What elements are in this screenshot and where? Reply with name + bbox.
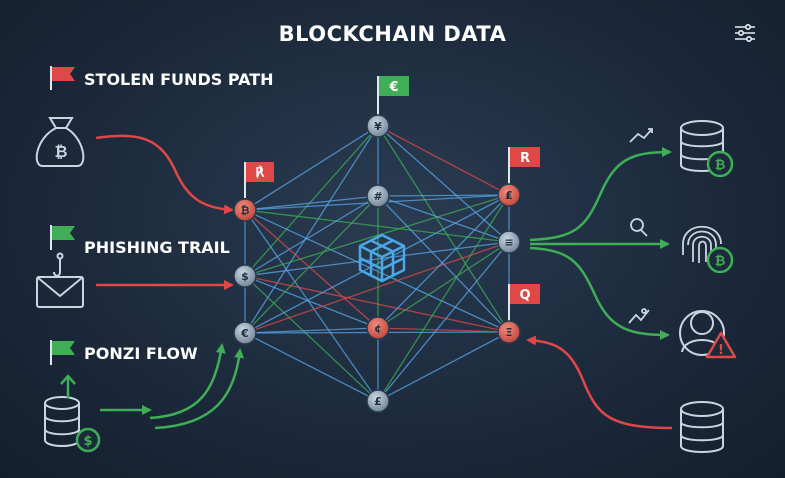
node-symbol: £ <box>374 395 382 408</box>
flow-to-user-warning <box>529 246 670 340</box>
node-left-middle[interactable]: $ <box>233 264 257 288</box>
network-edge <box>244 209 379 329</box>
network-edge <box>244 209 510 333</box>
svg-text:₿: ₿ <box>54 142 67 161</box>
svg-text:₿: ₿ <box>715 254 726 269</box>
network-edge <box>377 241 510 329</box>
node-symbol: ¥ <box>374 120 382 133</box>
node-left-top[interactable]: ₿ <box>233 198 257 222</box>
suspicious-trend-icon <box>628 308 650 324</box>
magnifier-icon <box>630 218 648 237</box>
case-label-stolen-funds: STOLEN FUNDS PATH <box>84 70 274 89</box>
network-nodes: ¥ ₿ $ € # ¢ £ ₤ ≡ Ξ <box>233 114 521 413</box>
network-edge <box>244 241 510 277</box>
network-edge <box>244 327 379 334</box>
stolen-funds-flow-arrow <box>95 134 234 215</box>
network-edges <box>244 125 510 402</box>
fingerprint-bitcoin-icon: ₿ <box>682 225 734 274</box>
node-right-top[interactable]: ₤ <box>497 183 521 207</box>
node-symbol: # <box>373 190 382 203</box>
network-edge <box>377 125 510 243</box>
network-edge <box>377 125 510 196</box>
network-edge <box>244 275 379 402</box>
ponzi-flow-arrow-2 <box>149 343 226 420</box>
flag-glyph-euro: € <box>388 80 398 95</box>
network-edge <box>244 195 379 277</box>
network-edge <box>244 209 510 243</box>
case-flag-stolen-funds <box>50 66 75 90</box>
node-center-bottom[interactable]: ¢ <box>366 316 390 340</box>
node-symbol: ₿ <box>241 204 250 217</box>
flag-glyph-r: R <box>520 151 530 166</box>
network-edge <box>244 275 379 329</box>
trend-chart-icon <box>629 128 653 143</box>
network-flag-rx: ℟ <box>244 162 274 198</box>
flag-glyph-q: Q <box>519 288 530 303</box>
network-edge <box>244 241 510 334</box>
svg-text:!: ! <box>718 343 724 358</box>
case-label-phishing: PHISHING TRAIL <box>84 238 230 257</box>
network-edge <box>377 327 510 333</box>
network-edge <box>244 194 510 277</box>
network-edge <box>377 194 510 402</box>
network-edge <box>244 195 379 211</box>
network-edge <box>244 332 379 402</box>
case-flag-phishing <box>50 225 75 250</box>
node-symbol: ≡ <box>504 236 513 249</box>
node-bottom[interactable]: £ <box>366 389 390 413</box>
user-warning-icon: ! <box>679 310 737 359</box>
svg-text:$: $ <box>83 434 92 449</box>
network-edge <box>244 125 379 334</box>
network-edge <box>377 194 510 329</box>
case-flag-ponzi <box>50 340 75 365</box>
network-flag-q: Q <box>508 284 540 322</box>
flag-glyph-rx: ℟ <box>255 165 265 181</box>
network-edge <box>244 209 379 402</box>
money-bag-bitcoin-icon: ₿ <box>35 117 85 167</box>
network-edge <box>377 241 510 402</box>
network-edge <box>244 125 379 211</box>
network-edge <box>244 194 510 334</box>
node-right-bottom[interactable]: Ξ <box>497 320 521 344</box>
node-symbol: ¢ <box>374 322 382 335</box>
network-flag-r: R <box>508 147 540 185</box>
network-edge <box>377 195 510 243</box>
cube-icon <box>358 233 406 283</box>
network-edge <box>244 275 510 333</box>
node-top[interactable]: ¥ <box>366 114 390 138</box>
node-left-bottom[interactable]: € <box>233 321 257 345</box>
page-title: BLOCKCHAIN DATA <box>278 22 507 46</box>
case-label-ponzi: PONZI FLOW <box>84 344 198 363</box>
flow-from-database <box>526 335 673 430</box>
network-flag-euro: € <box>377 76 409 115</box>
left-flows <box>95 134 245 430</box>
phishing-email-hook-icon <box>36 252 84 308</box>
filter-settings-button[interactable] <box>733 22 757 44</box>
network-edge <box>377 194 510 197</box>
ponzi-flow-arrow-3 <box>154 348 245 430</box>
sliders-icon <box>735 23 755 43</box>
flow-to-database-bitcoin <box>529 147 672 242</box>
network-edge <box>244 195 379 334</box>
svg-text:₿: ₿ <box>715 158 726 173</box>
right-flows <box>526 147 673 430</box>
node-right-middle[interactable]: ≡ <box>497 230 521 254</box>
node-symbol: $ <box>241 270 249 283</box>
node-symbol: € <box>240 327 249 340</box>
network-edge <box>377 195 510 333</box>
network-edge <box>244 125 379 277</box>
database-dollar-icon: $ <box>44 374 101 453</box>
node-symbol: Ξ <box>506 326 513 339</box>
database-icon <box>680 401 724 453</box>
network-edge <box>377 331 510 402</box>
node-center-top[interactable]: # <box>366 184 390 208</box>
database-bitcoin-icon: ₿ <box>680 120 734 178</box>
node-symbol: ₤ <box>505 189 513 202</box>
